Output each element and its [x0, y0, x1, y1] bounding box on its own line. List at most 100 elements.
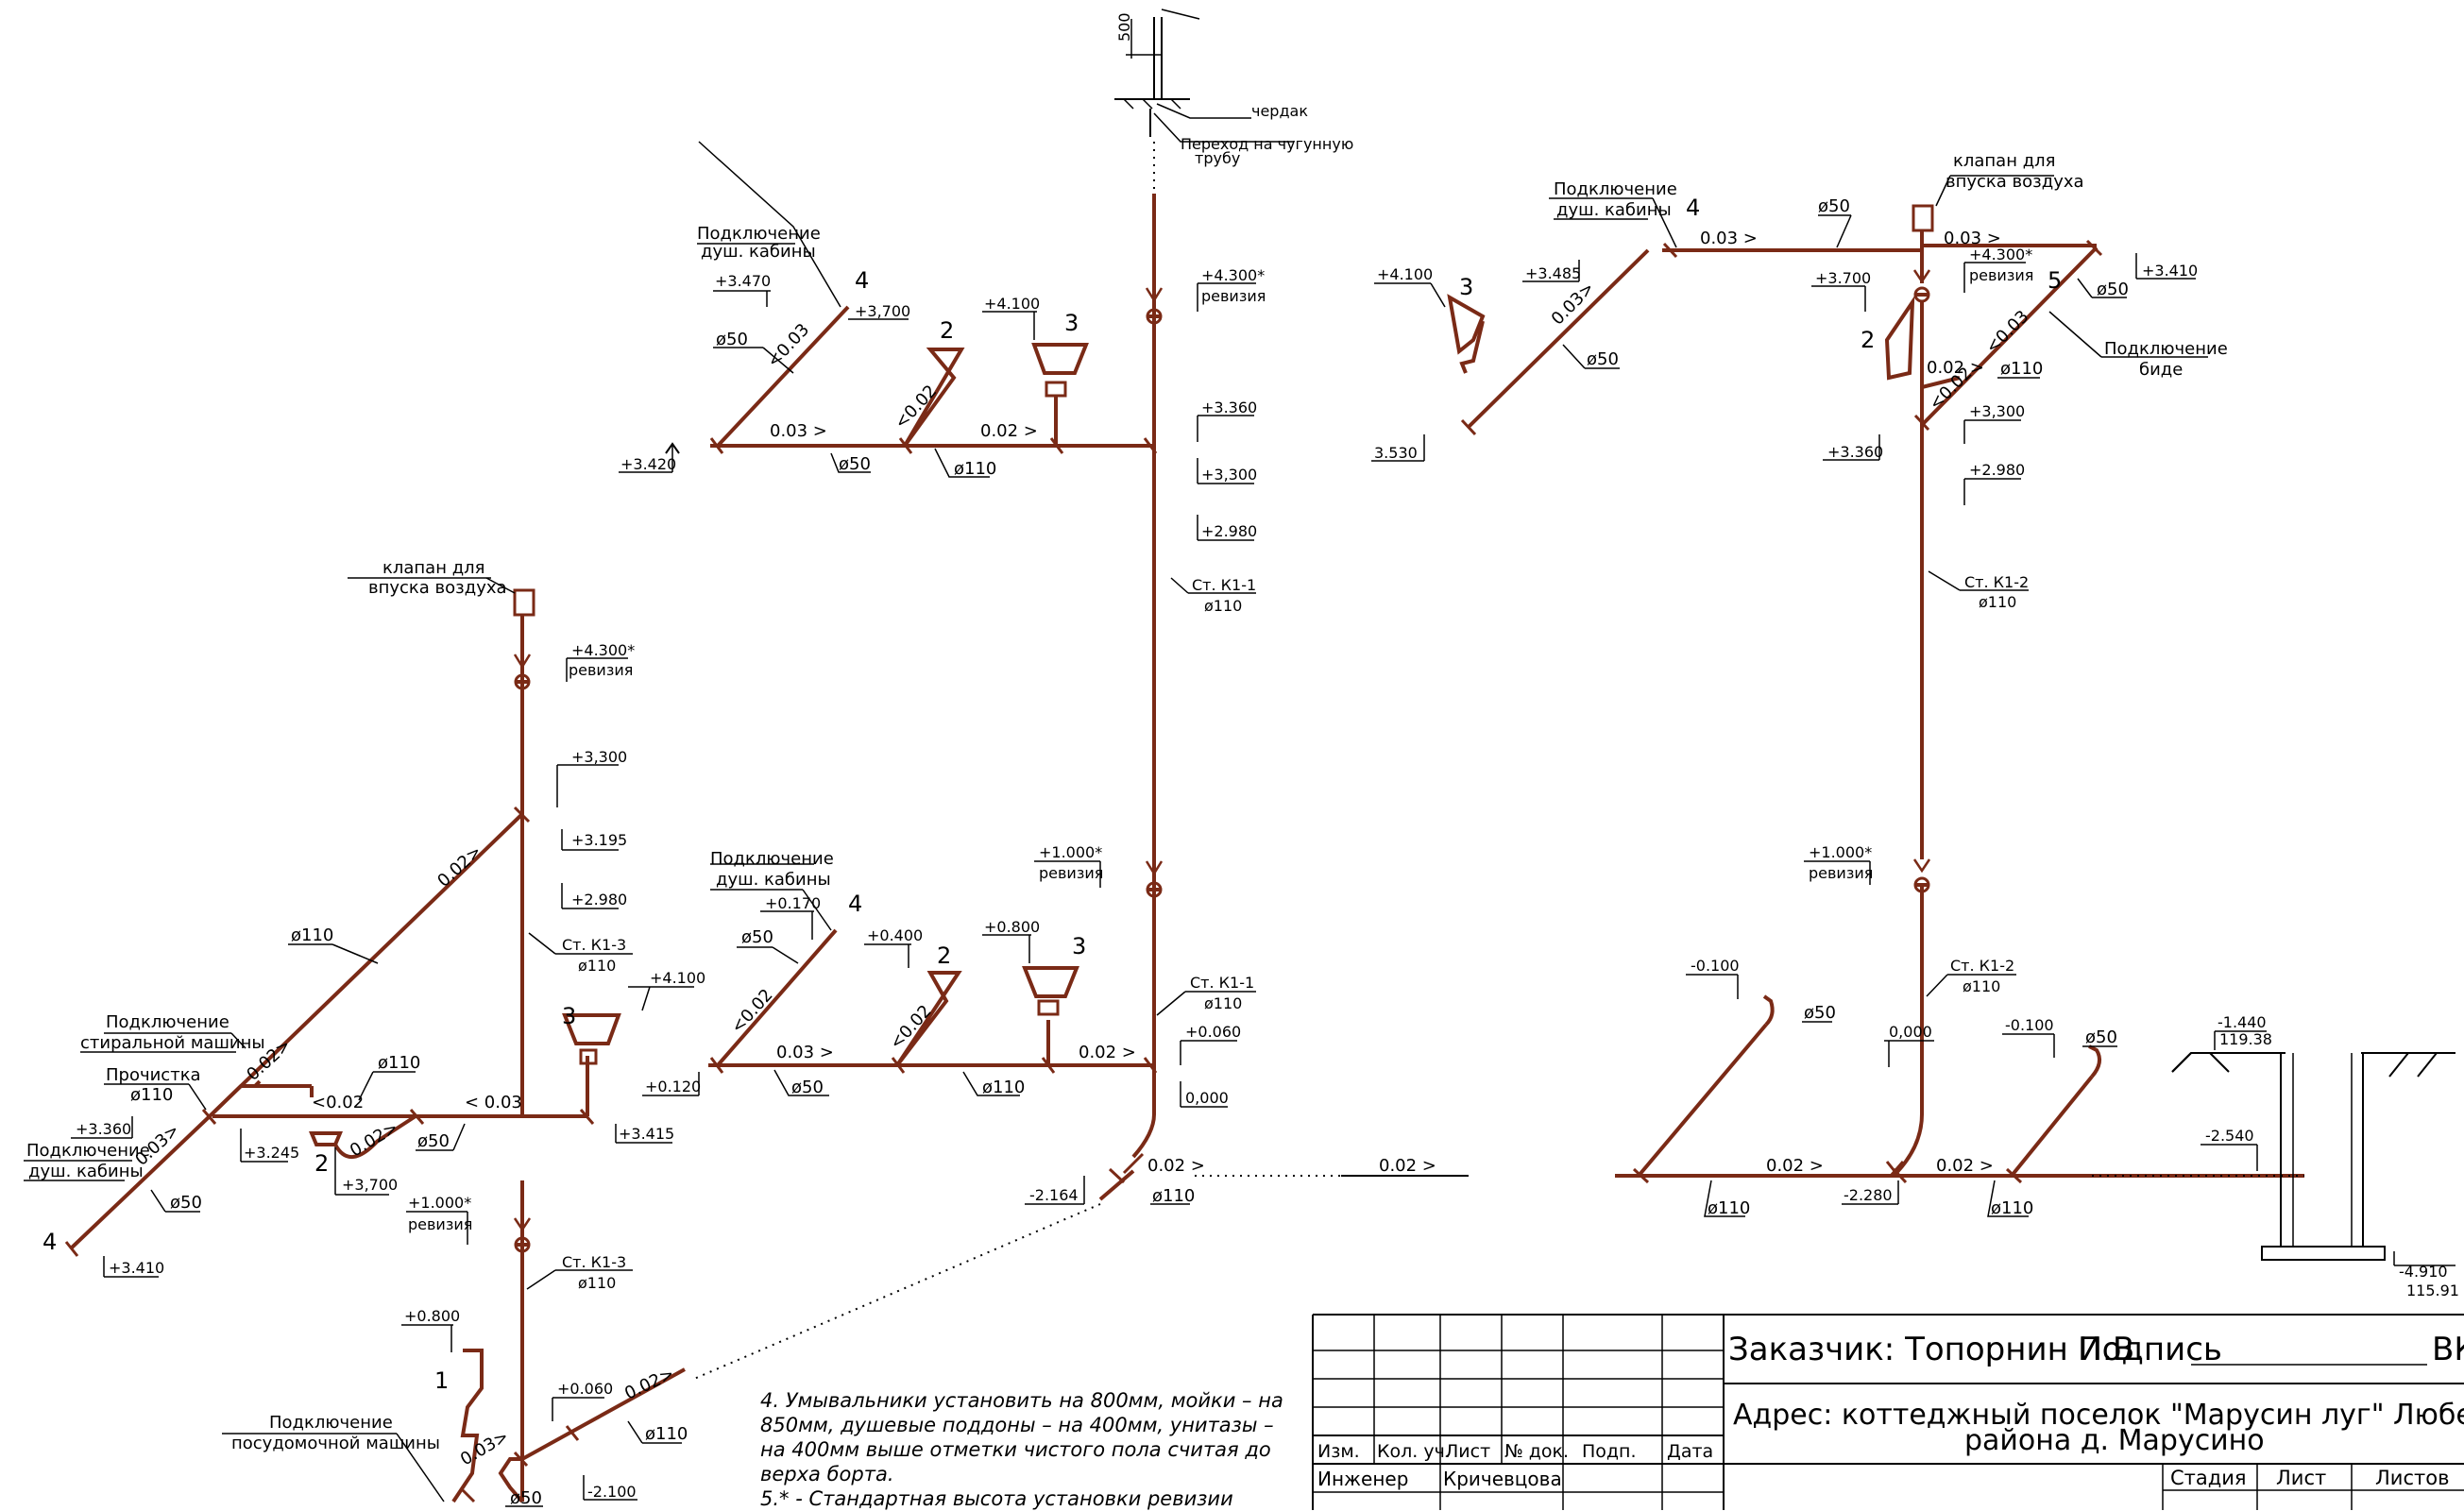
rb-level-11591: 115.91 — [2406, 1282, 2459, 1299]
lt-diam-2: ø50 — [839, 454, 871, 474]
lm-level-3700: +3,700 — [342, 1176, 398, 1194]
lb-level-2100: -2.100 — [587, 1483, 637, 1501]
lm-connect-wash-1: Подключение — [106, 1012, 229, 1032]
lm-slope-main: 0.02> — [433, 841, 485, 891]
rb-level-0100-b: -0.100 — [2005, 1016, 2054, 1034]
lm-connect-wash-2: стиральной машины — [80, 1033, 265, 1053]
rb-level-11938: 119.38 — [2219, 1030, 2272, 1048]
lb-riser-name: Ст. К1-3 — [562, 1253, 626, 1271]
cm-revision: ревизия — [1039, 864, 1103, 882]
rt-valve-1: клапан для — [1953, 151, 2055, 171]
note-4: 4. Умывальники установить на 800мм, мойк… — [760, 1389, 1283, 1486]
cm-mark-2: 2 — [937, 942, 951, 969]
lt-level-4100: +4.100 — [984, 295, 1040, 313]
rt-diam-50-b: ø50 — [1587, 349, 1619, 369]
lb-level-0060: +0.060 — [557, 1380, 613, 1398]
rt-connect-shower-1: Подключение — [1554, 179, 1677, 199]
rt-level-3360: +3.360 — [1827, 443, 1883, 461]
rt-slope-1: 0.03 > — [1700, 229, 1758, 248]
roof-dim: 500 — [1115, 12, 1133, 42]
tb-sheet: Лист — [2276, 1467, 2326, 1489]
tb-header-kolvo: Кол. уч. — [1377, 1441, 1451, 1462]
lm-riser-name: Ст. К1-3 — [562, 936, 626, 954]
rt-connect-bidet-2: биде — [2139, 360, 2183, 380]
lt-level-3360: +3.360 — [1201, 399, 1257, 416]
roof-vent: 500 чердак Переход на чугунную трубу — [1114, 8, 1353, 189]
lb-connect-dish-1: Подключение — [269, 1413, 393, 1433]
lt-level-3470: +3.470 — [715, 272, 771, 290]
rb-diam-110-a: ø110 — [1708, 1198, 1750, 1218]
lm-level-3195: +3.195 — [571, 831, 627, 849]
rt-riser-name: Ст. К1-2 — [1964, 573, 2029, 591]
rb-level-2280: -2.280 — [1844, 1186, 1893, 1204]
rb-slope-3: 0.02 > — [1936, 1156, 1994, 1176]
cm-level-0400: +0.400 — [867, 926, 923, 944]
tb-name: Кричевцова — [1443, 1468, 1562, 1490]
cm-level-0060: +0.060 — [1185, 1023, 1241, 1041]
cm-slope-4: 0.02 > — [1079, 1043, 1136, 1062]
rt-valve-2: впуска воздуха — [1946, 172, 2084, 192]
lt-connect-shower-2: душ. кабины — [701, 242, 816, 262]
cm-diam-110-b: ø110 — [1152, 1186, 1195, 1206]
lm-valve-1: клапан для — [382, 558, 484, 578]
tb-header-list: Лист — [1445, 1441, 1490, 1462]
lb-slope-1: 0.02> — [621, 1364, 677, 1403]
lt-level-2980: +2.980 — [1201, 522, 1257, 540]
lt-mark-2: 2 — [940, 317, 954, 344]
lb-mark-1: 1 — [434, 1367, 449, 1394]
rb-riser-name: Ст. К1-2 — [1950, 957, 2014, 975]
lt-revision: ревизия — [1201, 287, 1266, 305]
lt-level-3300: +3,300 — [1201, 466, 1257, 484]
rb-level-4910: -4.910 — [2399, 1263, 2448, 1281]
cm-level-0800: +0.800 — [984, 918, 1040, 936]
cm-slope-3: 0.03 > — [776, 1043, 834, 1062]
lm-level-3300: +3,300 — [571, 748, 627, 766]
lm-mark-3: 3 — [562, 1003, 576, 1029]
cm-riser-diam: ø110 — [1204, 994, 1242, 1012]
cm-connect-shower-1: Подключение — [710, 849, 834, 869]
lm-slope-main2: < 0.03 — [465, 1093, 522, 1112]
transition-label-2: трубу — [1195, 149, 1240, 167]
lm-connect-shower-2: душ. кабины — [28, 1162, 144, 1181]
cm-level-0120: +0.120 — [645, 1078, 701, 1095]
lb-revision: ревизия — [408, 1215, 472, 1233]
lt-diam-3: ø110 — [954, 459, 996, 479]
lm-level-3410: +3.410 — [109, 1259, 164, 1277]
transition-label-1: Переход на чугунную — [1181, 135, 1353, 153]
lm-diam-110-b: ø110 — [378, 1053, 420, 1073]
left-top-bathroom: Подключение душ. кабины +3.470 4 +3,700 … — [619, 141, 1266, 615]
lm-level-2980: +2.980 — [571, 891, 627, 908]
rt-mark-3: 3 — [1459, 274, 1473, 300]
lt-mark-3: 3 — [1064, 310, 1079, 336]
rb-level-1440: -1.440 — [2218, 1013, 2267, 1031]
attic-label: чердак — [1251, 102, 1308, 120]
lt-slope-4: 0.02 > — [980, 421, 1038, 441]
lt-mark-4: 4 — [855, 267, 869, 294]
rt-mark-2: 2 — [1861, 327, 1875, 353]
lb-slope-2: 0.03> — [457, 1427, 512, 1470]
right-bottom-section: +1.000* ревизия Ст. К1-2 ø110 -0.100 ø50… — [1341, 843, 2459, 1299]
rb-level-0100-a: -0.100 — [1691, 957, 1740, 975]
lb-connect-dish-2: посудомочной машины — [231, 1434, 440, 1453]
rt-level-3410: +3.410 — [2142, 262, 2198, 280]
rt-level-2980: +2.980 — [1969, 461, 2025, 479]
cm-level-2164: -2.164 — [1029, 1186, 1079, 1204]
lm-level-4300: +4.300* — [571, 641, 635, 659]
lm-cleanout-1: Прочистка — [106, 1065, 201, 1085]
cm-slope-5: 0.02 > — [1147, 1156, 1205, 1176]
cm-level-0170: +0.170 — [765, 894, 821, 912]
notes: 4. Умывальники установить на 800мм, мойк… — [760, 1388, 1299, 1511]
rb-riser-diam: ø110 — [1963, 977, 2000, 995]
lm-connect-shower-1: Подключение — [26, 1141, 150, 1161]
note-5: 5.* - Стандартная высота установки ревиз… — [760, 1487, 1233, 1510]
rt-diam-110: ø110 — [2000, 359, 2043, 379]
lt-slope-1: <0.03 — [763, 320, 813, 372]
rb-level-0000: 0,000 — [1889, 1023, 1932, 1041]
rt-level-3700: +3.700 — [1815, 269, 1871, 287]
rt-level-4100: +4.100 — [1377, 265, 1433, 283]
rb-diam-110-b: ø110 — [1991, 1198, 2033, 1218]
rb-slope-1: 0.02 > — [1379, 1156, 1436, 1176]
lm-level-3360: +3.360 — [76, 1120, 131, 1138]
rb-diam-50-b: ø50 — [2085, 1027, 2117, 1047]
